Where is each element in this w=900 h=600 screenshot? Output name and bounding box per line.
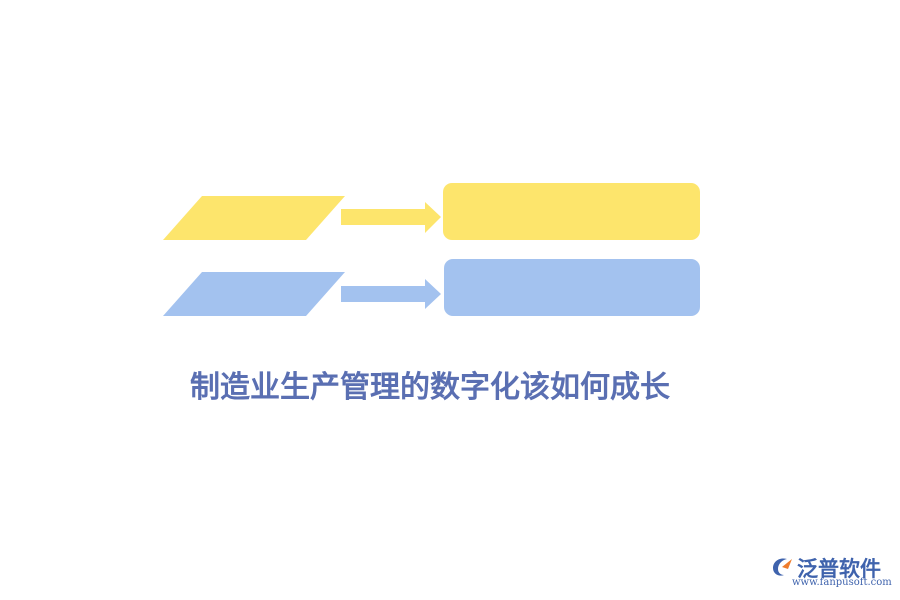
output-box-1: [443, 183, 700, 240]
flow-row-2: [163, 259, 700, 316]
diagram-title: 制造业生产管理的数字化该如何成长: [190, 370, 670, 405]
fanpu-logo-icon: [773, 558, 792, 576]
logo-name: 泛普软件: [797, 557, 881, 581]
input-parallelogram-1: [163, 196, 345, 240]
flow-row-1: [163, 183, 700, 240]
arrow-head-2: [425, 279, 441, 309]
brand-logo: 泛普软件 www.fanpusoft.com: [770, 553, 894, 593]
logo-url: www.fanpusoft.com: [792, 577, 892, 588]
arrow-head-1: [425, 202, 441, 233]
output-box-2: [444, 259, 700, 316]
arrow-shaft-1: [341, 209, 427, 225]
arrow-shaft-2: [341, 286, 427, 302]
input-parallelogram-2: [163, 272, 345, 316]
